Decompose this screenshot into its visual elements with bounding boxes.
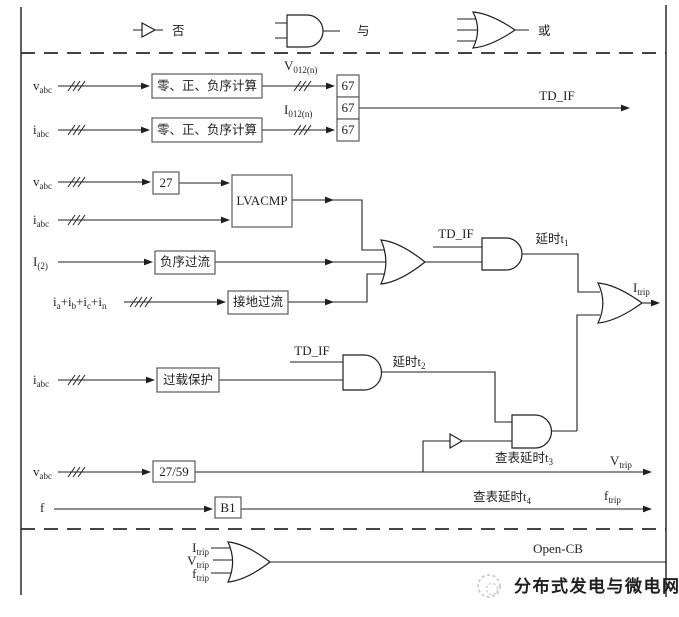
frame <box>20 5 667 597</box>
iabc-overload-label: iabc <box>33 372 49 389</box>
relay-2759-box <box>152 460 196 483</box>
function-boxes <box>151 73 360 519</box>
not-tap-wire <box>422 440 450 472</box>
relay-81-label: B1 <box>220 500 235 515</box>
neg-seq-oc-box <box>154 250 216 275</box>
opencb-vtrip-label: Vtrip <box>187 553 209 570</box>
relay-67-label-3: 67 <box>342 122 356 137</box>
or-gate-2-itrip <box>596 282 644 324</box>
ftrip-label: ftrip <box>604 488 621 505</box>
lvacmp-out-wire <box>292 199 392 251</box>
vabc-seq-label: vabc <box>33 78 52 95</box>
ground-oc-box <box>227 290 289 315</box>
legend-or-gate-icon <box>471 11 517 49</box>
i2-label: I(2) <box>33 254 48 271</box>
delay2-wire <box>381 371 512 423</box>
isum-label: ia+ib+ic+in <box>53 294 107 311</box>
overload-box <box>156 367 220 393</box>
delay-t2-label: 延时t2 <box>393 355 426 371</box>
wires <box>54 18 666 574</box>
seq-calc-i-label: 零、正、负序计算 <box>157 122 257 137</box>
lvacmp-box <box>231 174 293 228</box>
and-gate-2 <box>342 354 383 391</box>
legend-and-gate-icon <box>286 14 324 48</box>
and-gate-1 <box>481 237 523 271</box>
vabc-2759-label: vabc <box>33 464 52 481</box>
relay-67-box-3 <box>336 118 360 142</box>
legend-or-label: 或 <box>538 24 551 38</box>
opencb-itrip-label: Itrip <box>192 540 209 557</box>
lookup-delay-t3-label: 查表延时t3 <box>495 451 553 467</box>
seq-calc-box-i <box>151 117 263 143</box>
or-gate-1 <box>380 239 426 285</box>
and-gate-3 <box>511 414 553 449</box>
legend-and-wires <box>275 22 340 39</box>
not-gate-icon <box>449 432 464 450</box>
vabc-27-label: vabc <box>33 174 52 191</box>
td-if-main-label: TD_IF <box>539 88 574 103</box>
lookup-delay-t4-label: 查表延时t4 <box>473 490 531 506</box>
seq-calc-v-label: 零、正、负序计算 <box>157 78 257 93</box>
overload-box-label: 过载保护 <box>163 373 213 387</box>
f-input-label: f <box>40 500 45 515</box>
ground-out-wire <box>288 273 392 303</box>
vtrip-label: Vtrip <box>610 453 632 470</box>
iabc-seq-label: iabc <box>33 122 49 139</box>
neg-seq-oc-label: 负序过流 <box>160 254 211 269</box>
relay-2759-label: 27/59 <box>159 464 189 479</box>
watermark-logo-inner-icon <box>485 582 499 596</box>
td-if-and1-label: TD_IF <box>438 226 473 241</box>
td-if-and2-label: TD_IF <box>294 343 329 358</box>
delay1-wire <box>522 253 600 293</box>
seq-calc-box-v <box>151 73 263 99</box>
or-gate-3-opencb <box>227 541 271 583</box>
lvacmp-label: LVACMP <box>236 193 287 208</box>
v012-label: V012(n) <box>284 58 317 75</box>
relay-67-label-1: 67 <box>342 78 356 93</box>
legend-and-label: 与 <box>357 24 370 38</box>
watermark-text: 分布式发电与微电网 <box>514 576 679 596</box>
watermark: 分布式发电与微电网 <box>477 574 679 598</box>
or3-input-stubs <box>211 547 234 574</box>
relay-27-box <box>152 171 180 195</box>
legend-not-label: 否 <box>172 24 185 38</box>
ground-oc-label: 接地过流 <box>233 294 284 309</box>
legend-or-wires <box>457 18 529 42</box>
delay-t1-label: 延时t1 <box>536 232 569 248</box>
i012-label: I012(n) <box>284 102 312 119</box>
relay-67-label-2: 67 <box>342 100 356 115</box>
open-cb-label: Open-CB <box>533 541 583 556</box>
legend-not-gate-icon <box>141 21 157 39</box>
iabc-lvacmp-label: iabc <box>33 212 49 229</box>
relay-81-box <box>214 496 242 519</box>
gates <box>141 11 644 583</box>
and3-or2-wire <box>576 314 600 431</box>
arrowheads <box>141 82 660 513</box>
opencb-ftrip-label: ftrip <box>192 566 209 583</box>
itrip-out-label: Itrip <box>633 280 650 297</box>
relay-27-label: 27 <box>160 175 174 190</box>
watermark-logo-icon <box>477 574 501 598</box>
